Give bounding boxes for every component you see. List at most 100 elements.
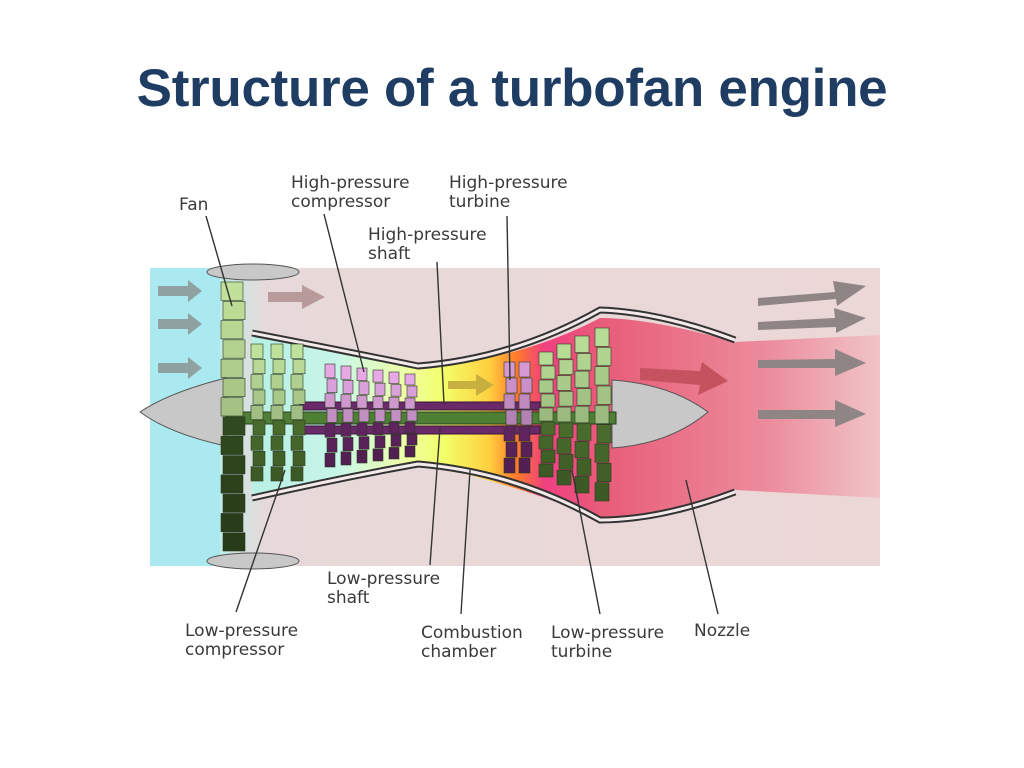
exhaust-arrow-3	[758, 349, 866, 376]
outer-casing-top-inner	[251, 308, 736, 368]
hp-compressor-blade-segment	[358, 381, 370, 395]
exhaust-arrow-4	[758, 400, 866, 427]
hp-compressor-blades	[324, 363, 418, 468]
fan-blade-segment	[220, 358, 244, 378]
hp-compressor-blade-segment	[358, 408, 370, 423]
lp-turbine-blade-segment	[594, 482, 610, 502]
lp-compressor-blade-segment	[290, 405, 304, 420]
lp-turbine-blade-segment	[540, 393, 556, 408]
hp-compressor-blade-segment	[342, 379, 354, 394]
lp-turbine-blade-segment	[576, 353, 592, 371]
label-hp-shaft: High-pressure shaft	[368, 225, 492, 264]
hp-turbine-blade-segment	[503, 393, 516, 410]
hp-turbine-blade-segment	[505, 409, 518, 426]
lp-turbine-blade-segment	[594, 443, 610, 463]
lp-turbine-blade-segment	[538, 379, 554, 394]
slide-title: Structure of a turbofan engine	[136, 59, 888, 118]
lp-compressor-blades	[250, 343, 306, 482]
hp-shaft-leader	[436, 261, 445, 405]
label-combustion-chamber: Combustion chamber	[421, 623, 528, 662]
hp-compressor-blade-segment	[374, 435, 386, 449]
lp-turbine-blade-segment	[538, 351, 554, 366]
label-hp-compressor: High-pressure compressor	[291, 173, 415, 212]
hp-turbine-blade-segment	[520, 377, 533, 394]
lp-turbine-blade-segment	[574, 476, 590, 494]
fan-blade-segment	[222, 493, 246, 513]
hp-compressor-leader	[323, 213, 365, 373]
lp-compressor-blade-segment	[272, 389, 286, 405]
hp-turbine-blade-segment	[520, 409, 533, 426]
hp-compressor-blade-segment	[406, 385, 418, 398]
rear-exhaust-cone	[611, 379, 709, 449]
hp-compressor-blade-segment	[358, 436, 370, 450]
lp-compressor-blade-segment	[252, 420, 266, 436]
fan-blade-segment	[222, 416, 246, 436]
hp-compressor-blade-segment	[372, 395, 384, 409]
lp-compressor-blade-segment	[270, 374, 284, 390]
lp-turbine-blade-segment	[596, 424, 612, 444]
lp-compressor-blade-segment	[250, 343, 264, 359]
lp-compressor-blade-segment	[290, 466, 304, 482]
hp-compressor-blade-segment	[324, 423, 336, 438]
hp-compressor-blade-segment	[340, 365, 352, 380]
fan-blade-segment	[222, 455, 246, 475]
lp-turbine-blade-segment	[596, 347, 612, 366]
lp-turbine-blades	[538, 327, 612, 502]
hp-compressor-blade-segment	[390, 384, 402, 397]
lp-turbine-blade-segment	[596, 463, 612, 482]
label-hp-turbine: High-pressure turbine	[449, 173, 573, 212]
lp-turbine-blade-segment	[540, 421, 556, 436]
lp-turbine-blade-segment	[558, 422, 574, 438]
hp-turbine-blade-segment	[518, 361, 531, 378]
lp-compressor-blade-segment	[270, 435, 284, 451]
lp-turbine-blade-segment	[556, 469, 572, 486]
fan-blade-segment	[220, 281, 244, 301]
lp-compressor-blade-segment	[272, 420, 286, 436]
outer-casing-bottom-inner	[251, 462, 736, 522]
core-arrow	[448, 374, 494, 396]
lp-compressor-blade-segment	[290, 343, 304, 359]
hp-compressor-blade-segment	[324, 363, 336, 379]
lp-compressor-blade-segment	[292, 420, 306, 436]
fan-blade-segment	[222, 300, 246, 320]
lp-turbine-blade-segment	[558, 359, 574, 375]
lp-turbine-leader	[571, 469, 601, 615]
lp-compressor-blade-segment	[292, 451, 306, 466]
hp-compressor-blade-segment	[374, 409, 386, 422]
hp-compressor-blade-segment	[326, 437, 338, 453]
lp-compressor-blade-segment	[252, 359, 266, 374]
lp-compressor-blade-segment	[292, 359, 306, 374]
hp-compressor-blade-segment	[404, 373, 416, 386]
lp-turbine-blade-segment	[538, 463, 554, 478]
lp-turbine-blade-segment	[574, 405, 590, 424]
hp-compressor-blade-segment	[356, 449, 368, 464]
intake-arrow-1	[158, 280, 202, 302]
lp-turbine-blade-segment	[556, 406, 572, 423]
fan-blade-segment	[222, 378, 246, 398]
hp-compressor-blade-segment	[324, 393, 336, 408]
fan-blade-segment	[220, 474, 244, 494]
hp-compressor-blade-segment	[356, 422, 368, 436]
hp-compressor-blade-segment	[390, 434, 402, 447]
lp-turbine-blade-segment	[540, 449, 556, 464]
hp-turbine-blade-segment	[503, 457, 516, 474]
hp-compressor-blade-segment	[340, 422, 352, 437]
fan-blade-segment	[220, 320, 244, 340]
label-lp-shaft: Low-pressure shaft	[327, 569, 445, 608]
hp-compressor-blade-segment	[372, 422, 384, 436]
hp-compressor-blade-segment	[388, 371, 400, 384]
fan-blade-segment	[220, 435, 244, 455]
hp-turbine-blade-segment	[518, 425, 531, 442]
lp-compressor-blade-segment	[250, 435, 264, 451]
hp-turbine-blade-segment	[520, 441, 533, 458]
hp-turbine-blade-segment	[518, 457, 531, 474]
combustion-leader	[460, 469, 471, 615]
hp-compressor-blade-segment	[372, 369, 384, 383]
flow-arrows	[158, 280, 866, 427]
lp-compressor-blade-segment	[252, 389, 266, 405]
hp-compressor-blade-segment	[406, 409, 418, 422]
fan-blade-segment	[220, 513, 244, 533]
lp-turbine-blade-segment	[558, 454, 574, 470]
hp-compressor-blade-segment	[404, 421, 416, 434]
exhaust-arrow-1	[758, 281, 866, 306]
